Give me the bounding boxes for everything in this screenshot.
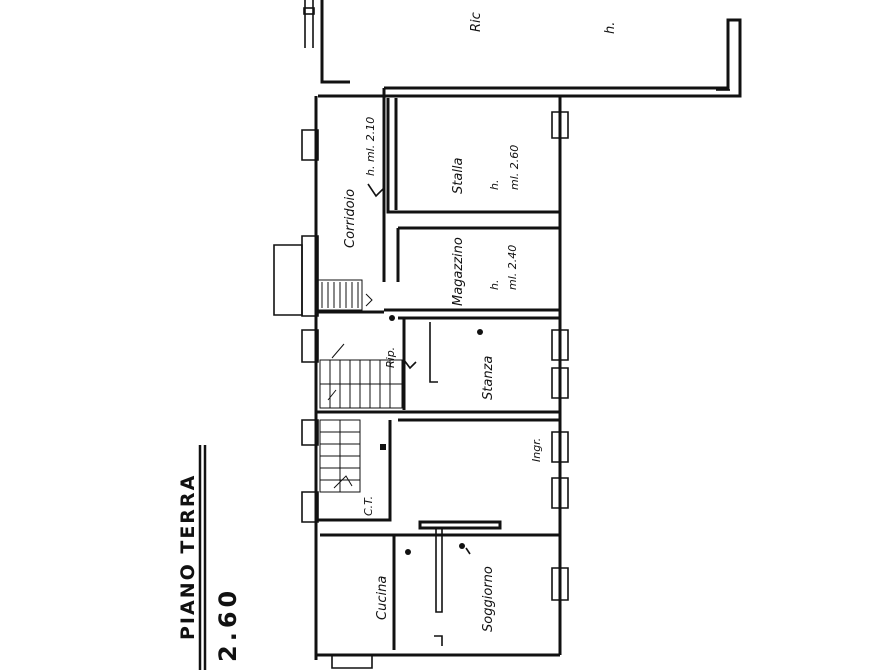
drawing-height-value: 2.60 bbox=[214, 587, 242, 662]
label-corridoio: Corridoio bbox=[343, 189, 358, 248]
label-soggiorno: Soggiorno bbox=[481, 566, 496, 632]
label-magazzino: Magazzino bbox=[451, 237, 466, 306]
outer-walls bbox=[273, 94, 569, 669]
label-top-partial-1: Ric bbox=[469, 12, 484, 32]
stair-lower bbox=[319, 419, 361, 493]
label-corridoio-height: h. ml. 2.10 bbox=[364, 117, 377, 176]
label-stanza: Stanza bbox=[481, 356, 496, 400]
label-centrale-termica: C.T. bbox=[362, 496, 375, 516]
label-stalla: Stalla bbox=[451, 157, 466, 194]
label-cucina: Cucina bbox=[375, 576, 390, 620]
stair-middle bbox=[319, 343, 403, 409]
stair-upper bbox=[317, 279, 373, 311]
markers bbox=[367, 183, 483, 555]
room-labels: Ric h. Corridoio h. ml. 2.10 Stalla h. m… bbox=[343, 12, 618, 632]
label-ingresso: Ingr. bbox=[530, 438, 543, 462]
drawing-title: PIANO TERRA 2.60 bbox=[177, 445, 242, 670]
label-stalla-height: ml. 2.60 bbox=[508, 145, 521, 190]
interior-walls bbox=[316, 96, 560, 650]
drawing-title-text: PIANO TERRA bbox=[177, 474, 199, 640]
label-magazzino-height: ml. 2.40 bbox=[506, 245, 519, 290]
label-ripostiglio: Rip. bbox=[384, 347, 397, 368]
label-top-partial-2: h. bbox=[603, 22, 618, 34]
label-stalla-h: h. bbox=[488, 180, 501, 190]
upper-wing-walls bbox=[303, 0, 742, 98]
label-magazzino-h: h. bbox=[488, 280, 501, 290]
